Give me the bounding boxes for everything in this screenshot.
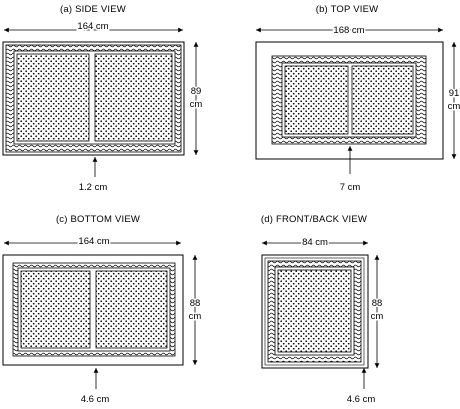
bottom-height-value: 88 xyxy=(190,298,201,309)
bottom-left-module xyxy=(20,270,91,349)
side-right-module xyxy=(94,53,173,142)
top-right-module xyxy=(351,65,414,135)
bottom-right-module xyxy=(95,270,168,349)
bottom-view-title: (c) BOTTOM VIEW xyxy=(56,214,140,225)
front-thickness-label: 4.6 cm xyxy=(347,394,376,405)
bottom-view-panel: (c) BOTTOM VIEW 164 cm 88 cm 4.6 cm xyxy=(2,214,203,405)
top-left-module xyxy=(284,65,349,135)
top-view-title: (b) TOP VIEW xyxy=(316,4,379,15)
side-height-unit: cm xyxy=(190,99,203,110)
side-view-panel: (a) SIDE VIEW 164 cm 89 cm 1.2 cm xyxy=(2,4,204,193)
top-width-label: 168 cm xyxy=(333,25,364,36)
front-module xyxy=(277,269,352,353)
top-view-panel: (b) TOP VIEW 168 cm 91 cm 7 cm xyxy=(255,4,460,193)
side-view-title: (a) SIDE VIEW xyxy=(60,4,126,15)
front-height-unit: cm xyxy=(371,311,384,322)
side-thickness-label: 1.2 cm xyxy=(79,182,108,193)
side-left-module xyxy=(16,53,90,142)
front-width-label: 84 cm xyxy=(302,237,328,248)
front-height-value: 88 xyxy=(372,298,383,309)
side-height-value: 89 xyxy=(191,86,202,97)
side-width-label: 164 cm xyxy=(77,21,108,32)
front-back-view-title: (d) FRONT/BACK VIEW xyxy=(261,214,367,225)
bottom-height-unit: cm xyxy=(189,311,202,322)
bottom-width-label: 164 cm xyxy=(78,236,109,247)
front-back-view-panel: (d) FRONT/BACK VIEW 84 cm 88 cm 4.6 cm xyxy=(261,214,385,405)
top-height-value: 91 xyxy=(449,88,460,99)
top-thickness-label: 7 cm xyxy=(340,182,361,193)
top-height-unit: cm xyxy=(448,101,460,112)
bottom-thickness-label: 4.6 cm xyxy=(81,394,110,405)
